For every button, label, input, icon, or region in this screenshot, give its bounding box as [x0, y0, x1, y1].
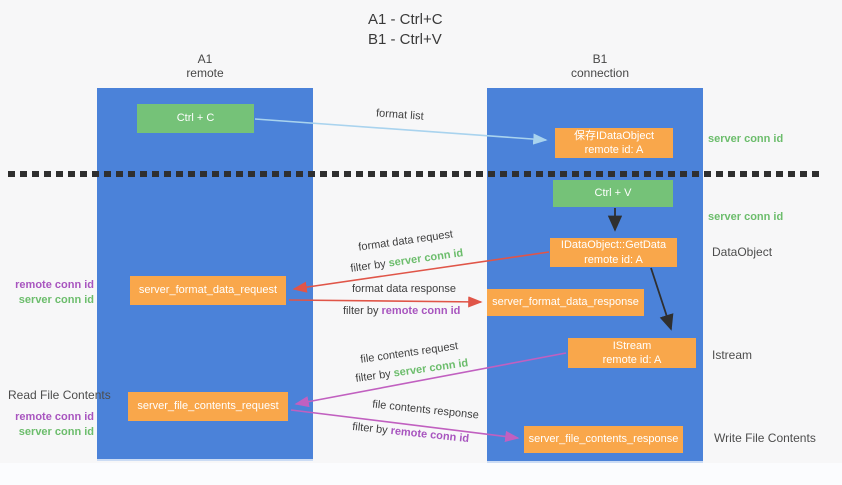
server-conn-id-text: server conn id	[18, 425, 94, 438]
node-server-file-contents-request[interactable]: server_file_contents_request	[128, 392, 288, 421]
node-ctrl-c-label: Ctrl + C	[176, 112, 215, 125]
node-ctrl-v[interactable]: Ctrl + V	[553, 180, 673, 207]
lane-a1-name: A1	[197, 52, 213, 66]
filter-by-text: filter by	[354, 368, 392, 385]
remote-conn-id-text: remote conn id	[15, 411, 94, 423]
node-istream-line2: remote id: A	[602, 354, 662, 366]
node-server-format-data-response[interactable]: server_format_data_response	[487, 289, 644, 316]
node-istream[interactable]: IStream remote id: A	[568, 338, 696, 368]
edge-label-filter-by-remote-conn-id-format: filter by remote conn id	[343, 305, 460, 317]
node-server-file-contents-request-label: server_file_contents_request	[137, 400, 279, 413]
annotation-conn-ids-format: remote conn id server conn id	[10, 278, 94, 308]
lane-b1-role: connection	[570, 66, 630, 81]
filter-by-text: filter by	[351, 420, 389, 437]
remote-conn-id-text: remote conn id	[15, 279, 94, 291]
filter-by-text: filter by	[343, 305, 379, 317]
lane-header-b1: B1 connection	[550, 52, 650, 81]
server-conn-id-text: server conn id	[387, 247, 465, 270]
annotation-conn-ids-file: remote conn id server conn id	[10, 410, 94, 440]
remote-conn-id-text: remote conn id	[381, 305, 461, 317]
node-server-file-contents-response-label: server_file_contents_response	[528, 433, 679, 446]
node-ctrl-c[interactable]: Ctrl + C	[137, 104, 254, 133]
edge-label-format-list: format list	[375, 107, 425, 123]
node-save-idataobject[interactable]: 保存IDataObject remote id: A	[555, 128, 673, 158]
annotation-server-conn-id-top: server conn id	[708, 133, 784, 145]
server-conn-id-text: server conn id	[392, 357, 470, 380]
diagram-title-line2: B1 - Ctrl+V	[368, 31, 442, 49]
edge-label-format-data-response: format data response	[352, 283, 456, 295]
node-save-idataobject-line2: remote id: A	[584, 144, 644, 156]
node-server-file-contents-response[interactable]: server_file_contents_response	[524, 426, 683, 453]
node-ctrl-v-label: Ctrl + V	[594, 187, 632, 200]
node-idataobject-getdata-line2: remote id: A	[584, 253, 643, 266]
annotation-istream: Istream	[712, 348, 753, 362]
filter-by-text: filter by	[349, 258, 387, 275]
format-data-response-arrow	[288, 296, 483, 308]
edge-label-file-contents-response: file contents response	[371, 398, 480, 422]
edge-label-filter-by-remote-conn-id-file: filter by remote conn id	[352, 421, 470, 445]
annotation-read-file-contents: Read File Contents	[8, 388, 111, 402]
node-idataobject-getdata-line1: IDataObject::GetData	[560, 239, 667, 252]
annotation-dataobject: DataObject	[712, 245, 773, 259]
lane-b1-name: B1	[592, 52, 608, 66]
diagram-title-line1: A1 - Ctrl+C	[368, 11, 443, 28]
lane-a1-role: remote	[186, 66, 224, 81]
node-idataobject-getdata[interactable]: IDataObject::GetData remote id: A	[550, 238, 677, 267]
server-conn-id-text: server conn id	[18, 293, 94, 306]
annotation-server-conn-id-mid: server conn id	[708, 211, 784, 223]
annotation-write-file-contents: Write File Contents	[714, 431, 816, 445]
node-server-format-data-request-label: server_format_data_request	[138, 284, 278, 297]
node-istream-line1: IStream	[612, 339, 652, 352]
node-save-idataobject-line1: 保存IDataObject	[573, 129, 655, 142]
lane-header-a1: A1 remote	[155, 52, 255, 81]
remote-conn-id-text: remote conn id	[390, 424, 470, 446]
canvas-bottom-margin	[0, 463, 842, 485]
diagram-title: A1 - Ctrl+C B1 - Ctrl+V	[368, 10, 443, 51]
node-server-format-data-response-label: server_format_data_response	[492, 296, 639, 309]
node-server-format-data-request[interactable]: server_format_data_request	[130, 276, 286, 305]
